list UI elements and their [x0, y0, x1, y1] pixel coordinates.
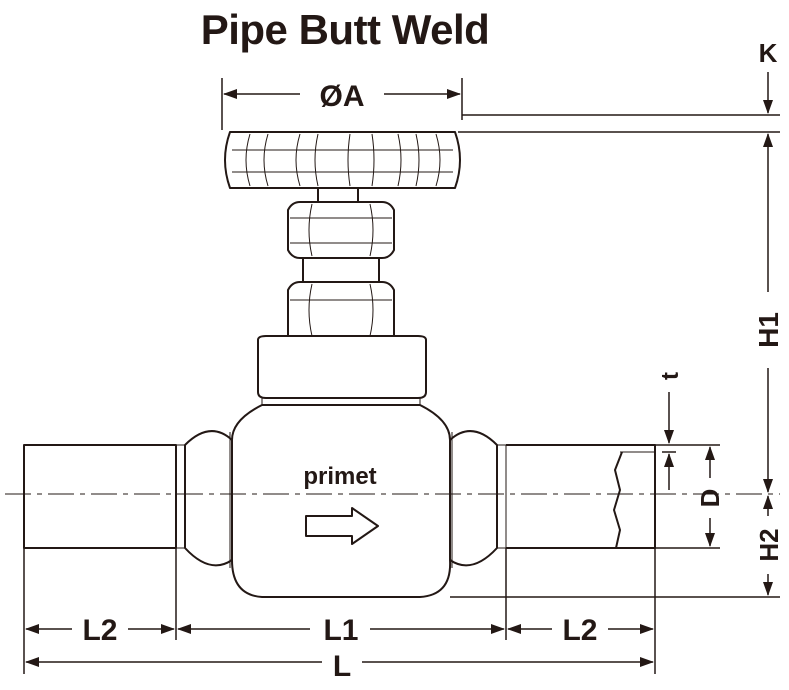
brand-logo: primet [303, 463, 376, 490]
label-h2: H2 [754, 528, 784, 561]
dimension-l2-left: L2 [25, 614, 175, 647]
dimension-l1: L1 [177, 614, 505, 647]
valve-body [184, 404, 498, 598]
bonnet-cap [257, 335, 427, 406]
flow-arrow-icon [305, 507, 379, 545]
dimension-l: L [25, 650, 654, 683]
label-l2-right: L2 [562, 614, 597, 647]
diagram-title: Pipe Butt Weld [200, 6, 490, 53]
stem-neck [302, 257, 380, 283]
label-d: D [695, 489, 725, 508]
label-a: ØA [320, 80, 365, 113]
bonnet-hex [287, 281, 395, 337]
dimension-l2-right: L2 [507, 614, 654, 647]
label-k: K [759, 38, 778, 68]
label-l: L [333, 650, 351, 683]
right-pipe [496, 444, 656, 549]
dimension-a: ØA [221, 78, 463, 130]
label-l1: L1 [323, 614, 358, 647]
dimension-d: D [655, 446, 725, 549]
label-h1: H1 [753, 312, 784, 348]
upper-hex-nut [287, 201, 395, 259]
dimension-h1: H1 [753, 133, 784, 493]
handwheel [224, 131, 461, 203]
dimension-t: t [655, 372, 720, 490]
dimension-k: K [458, 38, 780, 133]
dimension-h2: H2 [450, 495, 784, 598]
left-pipe [23, 444, 186, 549]
label-l2-left: L2 [82, 614, 117, 647]
label-t: t [657, 372, 684, 380]
